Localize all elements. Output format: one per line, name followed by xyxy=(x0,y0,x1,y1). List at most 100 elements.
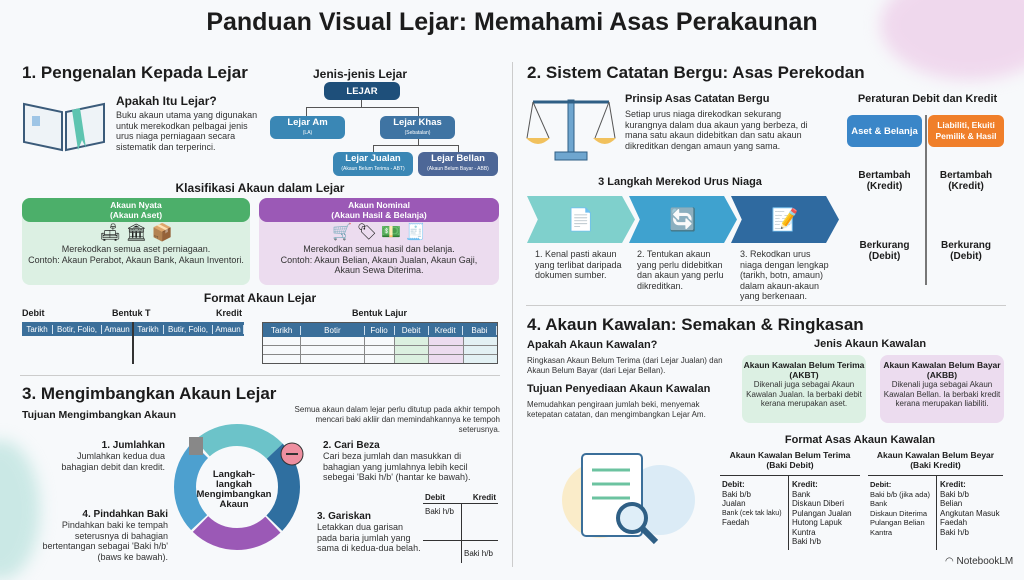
node-sublabel: (Akaun Belum Bayar - ABB) xyxy=(427,166,489,172)
cash-icon: 💵 xyxy=(381,224,402,241)
entry: Baki h/b xyxy=(792,537,821,546)
column-header: Debit xyxy=(395,325,429,335)
akaun-nyata-header: Akaun Nyata(Akaun Aset) xyxy=(22,198,250,222)
principle-text: Setiap urus niaga direkodkan sekurang ku… xyxy=(625,109,808,151)
document-search-icon: 📄 xyxy=(567,206,595,232)
what-is-ledger-title: Apakah Itu Lejar? xyxy=(116,94,217,108)
card-text: Merekodkan semua hasil dan belanja. xyxy=(303,244,455,254)
node-sublabel: (Akaun Belum Terima - ABT) xyxy=(341,166,405,172)
entry: Baki b/b (jika ada) xyxy=(870,489,931,499)
t-form-label: Bentuk T xyxy=(112,308,151,318)
column-header: Folio xyxy=(365,325,395,335)
checklist-pencil-icon: 📝 xyxy=(771,206,799,232)
t-debit-label: Debit xyxy=(425,493,445,502)
kredit-label: Kredit: xyxy=(792,480,818,489)
step-text: Pindahkan baki ke tempah seterusnya di b… xyxy=(42,520,168,562)
control-format-title: Format Asas Akaun Kawalan xyxy=(784,434,936,446)
entry: Bank (cek tak laku) xyxy=(722,509,782,517)
entry: Diskaun Diterima xyxy=(870,508,928,518)
coins-23-icon: 🔄 xyxy=(669,206,697,232)
rule-increase-1: Bertambah (Kredit) xyxy=(858,170,911,192)
balance-bd: Baki h/b xyxy=(464,549,493,558)
section-1-title: 1. Pengenalan Kepada Lejar xyxy=(22,63,248,82)
card-example: Contoh: Akaun Perabot, Akaun Bank, Akaun… xyxy=(28,254,244,265)
scale-icon xyxy=(526,99,616,161)
step-3-chevron: 📝 xyxy=(731,196,839,243)
entry: Bank xyxy=(792,489,811,499)
section-4-title: 4. Akaun Kawalan: Semakan & Ringkasan xyxy=(527,315,864,334)
cycle-arc-2 xyxy=(174,424,300,550)
akaun-nominal-header: Akaun Nominal(Akaun Hasil & Belanja) xyxy=(259,198,499,222)
sofa-icon: 🛋 xyxy=(99,223,121,242)
connector xyxy=(458,145,459,152)
entry: Jualan xyxy=(722,499,746,508)
t-kredit-label: Kredit xyxy=(216,308,243,318)
t-kredit-label: Kredit xyxy=(472,493,496,502)
node-lejar-jualan: Lejar Jualan(Akaun Belum Terima - ABT) xyxy=(333,152,413,176)
section-3-subtitle: Tujuan Mengimbangkan Akaun xyxy=(22,409,177,421)
divider xyxy=(526,305,1006,306)
step-text: Jumlahkan kedua dua bahagian debit dan k… xyxy=(61,451,165,472)
control-what-title: Apakah Akaun Kawalan? xyxy=(527,339,658,351)
classification-title: Klasifikasi Akaun dalam Lejar xyxy=(175,181,345,195)
node-label: Lejar Khas xyxy=(393,116,442,128)
t-divider xyxy=(132,322,134,364)
divider xyxy=(20,375,500,376)
t-account-title: Akaun Kawalan Belum Terima (Baki Debit) xyxy=(729,450,851,470)
rule-decrease-1: Berkurang (Debit) xyxy=(859,240,910,262)
lajur-title: Bentuk Lajur xyxy=(352,308,408,318)
entry: Faedah xyxy=(722,518,750,527)
cycle-arc-4 xyxy=(174,424,300,550)
cart-icon: 🛒 xyxy=(332,224,353,241)
balance-cd: Baki h/b xyxy=(425,507,454,516)
card-text: Dikenali juga sebagai Akaun Kawalan Bell… xyxy=(883,380,1001,408)
column-header: Kredit xyxy=(429,325,463,335)
entry: Bank xyxy=(870,499,888,508)
entry: Baki b/b xyxy=(940,489,969,499)
debit-label: Debit: xyxy=(722,480,745,489)
debit-label: Debit: xyxy=(870,480,892,489)
cycle-arc-3 xyxy=(174,424,300,550)
rule-increase-2: Bertambah (Kredit) xyxy=(939,170,993,192)
node-sublabel: (LA) xyxy=(302,129,313,136)
column-header: Botir xyxy=(301,325,365,335)
step-title: 1. Jumlahkan xyxy=(101,440,165,451)
connector xyxy=(373,145,374,152)
balancing-cycle xyxy=(174,424,304,550)
receipt-icon: 🧾 xyxy=(405,224,426,241)
akbb-card: Akaun Kawalan Belum Bayar (AKBB)Dikenali… xyxy=(880,355,1004,423)
cycle-center-label: Langkah-langkah Mengimbangkan Akaun xyxy=(196,469,272,510)
control-purpose-title: Tujuan Penyediaan Akaun Kawalan xyxy=(527,383,711,395)
card-subtitle: (Akaun Hasil & Belanja) xyxy=(331,210,427,220)
node-sublabel: (Sebatalan) xyxy=(404,129,431,136)
node-label: Lejar Am xyxy=(287,116,328,128)
calculator-icon xyxy=(189,437,203,455)
card-title: Akaun Kawalan Belum Terima (AKBT) xyxy=(743,360,865,380)
entry: Kantra xyxy=(870,527,893,537)
step-1-chevron: 📄 xyxy=(527,196,635,243)
section-2-title: 2. Sistem Catatan Bergu: Asas Perekodan xyxy=(527,63,865,82)
bank-icon: 🏛 xyxy=(125,223,147,242)
brand-label: NotebookLM xyxy=(956,556,1014,567)
column-label: Liabiliti, Ekuiti Pemilik & Hasil xyxy=(935,120,997,141)
tag-icon: 🏷 xyxy=(356,224,377,241)
notebooklm-brand: ◠ NotebookLM xyxy=(945,556,1013,567)
node-label: Lejar Bellan xyxy=(431,153,485,164)
rules-title: Peraturan Debit dan Kredit xyxy=(857,93,998,105)
section-3-title: 3. Mengimbangkan Akaun Lejar xyxy=(22,384,277,403)
connector xyxy=(373,145,458,146)
node-lejar-khas: Lejar Khas(Sebatalan) xyxy=(380,116,455,139)
node-lejar-am: Lejar Am(LA) xyxy=(270,116,345,139)
entry: Pulangan Jualan xyxy=(792,508,852,518)
step-text: Cari beza jumlah dan masukkan di bahagia… xyxy=(323,451,471,482)
akbt-t-account: Akaun Kawalan Belum Terima (Baki Debit) … xyxy=(720,450,860,556)
control-types-title: Jenis Akaun Kawalan xyxy=(813,338,927,350)
connector xyxy=(306,107,307,116)
